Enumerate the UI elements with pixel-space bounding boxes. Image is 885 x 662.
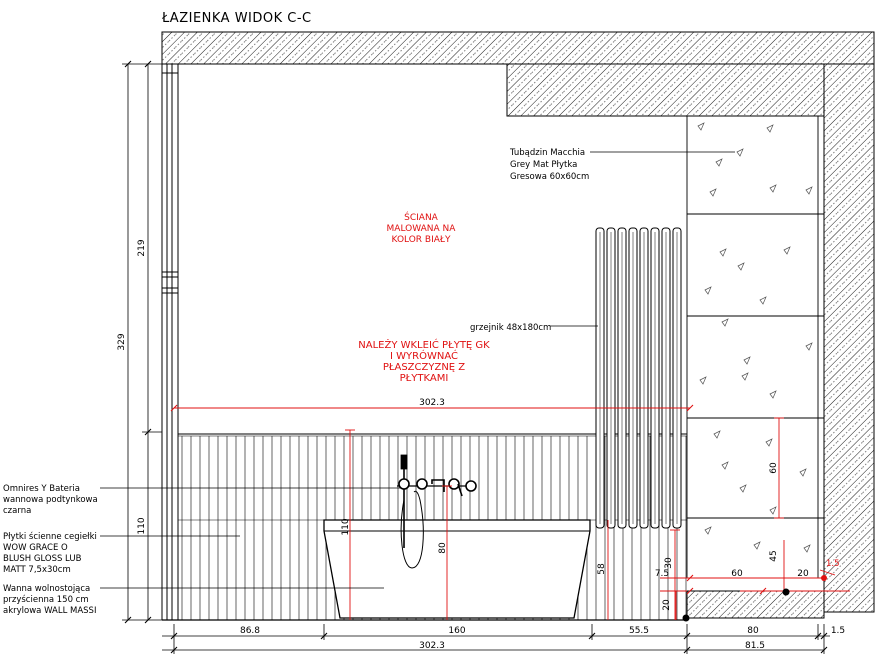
dim-bottom-total-left: 302.3: [419, 641, 445, 651]
dim-tile-height: 110: [137, 517, 147, 534]
large-tile-panel: [686, 115, 825, 579]
svg-text:Gresowa 60x60cm: Gresowa 60x60cm: [510, 172, 589, 182]
tile-speckle: [765, 438, 773, 447]
svg-text:ŚCIANA: ŚCIANA: [404, 211, 439, 223]
svg-text:MALOWANA NA: MALOWANA NA: [387, 224, 457, 234]
large-tile-label: Tubądzin Macchia Grey Mat Płytka Gresowa…: [509, 148, 589, 182]
drain-point-left: [682, 614, 690, 622]
svg-text:wannowa podtynkowa: wannowa podtynkowa: [3, 495, 98, 505]
tile-speckle: [721, 318, 729, 327]
radiator: [595, 227, 682, 529]
svg-text:KOLOR BIAŁY: KOLOR BIAŁY: [392, 235, 451, 245]
dimension-texts: 329 219 110 302.3 86.8 160 55.5 80 1.5 3…: [117, 239, 845, 651]
svg-text:Wanna wolnostojąca: Wanna wolnostojąca: [3, 584, 90, 594]
faucet-label: Omnires Y Bateria wannowa podtynkowa cza…: [3, 484, 98, 516]
dim-bottom-total-right: 81.5: [745, 641, 765, 651]
svg-text:Płytki ścienne cegiełki: Płytki ścienne cegiełki: [3, 531, 97, 542]
tile-texture: [697, 122, 813, 553]
dim-niche-tile: 60: [731, 569, 743, 579]
leader-lines: [100, 151, 735, 589]
drain-point-right: [782, 588, 790, 596]
dim-niche-gap: 20: [797, 569, 809, 579]
dim-bottom-left: 86.8: [240, 626, 260, 636]
tile-speckle: [715, 158, 723, 167]
tile-speckle: [743, 356, 751, 365]
svg-text:PŁASZCZYZNĘ Z: PŁASZCZYZNĘ Z: [383, 362, 465, 373]
dim-radiator-gap: 30: [664, 557, 674, 569]
radiator-label: grzejnik 48x180cm: [470, 323, 551, 333]
svg-text:Grey Mat Płytka: Grey Mat Płytka: [510, 160, 577, 170]
dim-total-height: 329: [117, 333, 127, 350]
tile-speckle: [769, 506, 777, 515]
floor-step: [686, 590, 825, 619]
tile-speckle: [783, 246, 791, 255]
dim-bath-gap: 58: [597, 563, 607, 575]
black-dimension-lines: [122, 63, 830, 654]
svg-text:Omnires Y Bateria: Omnires Y Bateria: [3, 484, 80, 494]
tile-speckle: [699, 376, 707, 385]
svg-text:WOW GRACE O: WOW GRACE O: [3, 543, 68, 553]
svg-text:I WYRÓWNAĆ: I WYRÓWNAĆ: [390, 349, 458, 362]
wall-paint-note: ŚCIANA MALOWANA NA KOLOR BIAŁY: [387, 211, 457, 245]
black-ticks: [124, 60, 828, 654]
bathtub-label: Wanna wolnostojąca przyścienna 150 cm ak…: [3, 584, 96, 616]
tile-speckle: [805, 342, 813, 351]
faucet: [397, 454, 477, 569]
tile-speckle: [741, 372, 749, 381]
level-marker: [821, 575, 827, 581]
dim-bottom-edge: 1.5: [831, 626, 845, 636]
tile-speckle: [799, 468, 807, 477]
tile-speckle: [769, 184, 777, 193]
dim-niche-depth: 45: [769, 550, 779, 561]
svg-text:akrylowa WALL MASSI: akrylowa WALL MASSI: [3, 606, 96, 616]
dim-wall-width: 302.3: [419, 398, 445, 408]
wall-tile-label: Płytki ścienne cegiełki WOW GRACE O BLUS…: [3, 531, 97, 575]
tile-speckle: [759, 296, 767, 305]
svg-text:PŁYTKAMI: PŁYTKAMI: [400, 373, 449, 384]
dim-bath-height: 110: [341, 518, 351, 535]
dim-niche-offset: 1.5: [826, 559, 840, 569]
tile-speckle: [766, 124, 774, 133]
tile-speckle: [737, 262, 745, 271]
red-dimension-lines: [174, 407, 850, 620]
dim-bottom-bath: 160: [448, 626, 465, 636]
svg-text:czarna: czarna: [3, 506, 31, 516]
tile-speckle: [769, 390, 777, 399]
dim-step-height: 20: [662, 599, 672, 611]
bathtub: [323, 519, 591, 619]
svg-text:przyścienna 150 cm: przyścienna 150 cm: [3, 594, 89, 605]
dim-bottom-right: 55.5: [629, 626, 649, 636]
tile-speckle: [719, 248, 727, 257]
right-wall: [823, 63, 875, 613]
dim-bottom-niche: 80: [747, 626, 759, 636]
red-ticks: [170, 404, 767, 595]
tile-speckle: [805, 186, 813, 195]
tile-speckle: [721, 461, 729, 470]
gk-board-note: NALEŻY WKLEIĆ PŁYTĘ GK I WYRÓWNAĆ PŁASZC…: [358, 338, 490, 384]
dim-upper-wall: 219: [137, 239, 147, 256]
tile-speckle: [713, 430, 721, 439]
tile-speckle: [803, 544, 811, 553]
tile-speckle: [739, 484, 747, 493]
dim-tile-module: 60: [769, 462, 779, 474]
tile-speckle: [704, 286, 712, 295]
dim-faucet-height: 80: [438, 542, 448, 554]
ceiling-bulkhead: [506, 63, 825, 117]
left-wall-edge: [161, 63, 179, 620]
svg-text:Tubądzin Macchia: Tubądzin Macchia: [509, 148, 585, 158]
svg-text:BLUSH GLOSS LUB: BLUSH GLOSS LUB: [3, 554, 82, 564]
drawing-title: ŁAZIENKA WIDOK C-C: [161, 11, 312, 26]
dim-floor-step: 7.5: [655, 569, 669, 579]
tile-speckle: [704, 526, 712, 535]
tile-speckle: [709, 188, 717, 197]
ceiling-slab: [161, 31, 875, 65]
tile-speckle: [753, 541, 761, 550]
svg-text:MATT 7,5x30cm: MATT 7,5x30cm: [3, 565, 71, 575]
tile-speckle: [736, 148, 744, 157]
tile-speckle: [697, 122, 705, 131]
svg-text:NALEŻY WKLEIĆ PŁYTĘ GK: NALEŻY WKLEIĆ PŁYTĘ GK: [358, 338, 490, 351]
